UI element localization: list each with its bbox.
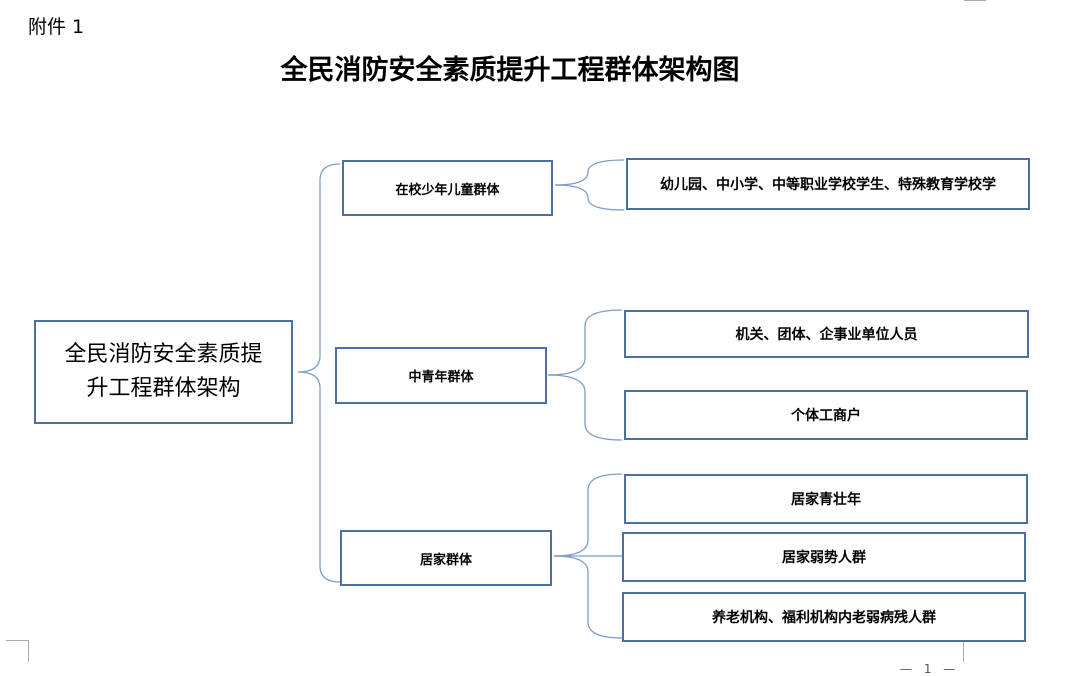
leaf-node-care-institutions: 养老机构、福利机构内老弱病残人群 [622, 592, 1026, 642]
connector-g2-leaf-2 [547, 374, 623, 441]
connector-to-group-3 [319, 388, 341, 583]
attachment-label: 附件 1 [28, 16, 85, 38]
connector-to-group-1 [319, 163, 341, 356]
connector-g2-leaf-1 [547, 309, 623, 376]
root-node: 全民消防安全素质提升工程群体架构 [34, 320, 293, 424]
connector-g1-leaf-bottom [554, 184, 625, 211]
page-number: — 1 — [900, 662, 960, 676]
leaf-node-schools: 幼儿园、中小学、中等职业学校学生、特殊教育学校学 [626, 158, 1030, 210]
crop-mark [964, 0, 986, 1]
group-node-young-adults: 中青年群体 [335, 347, 547, 404]
group-node-home: 居家群体 [340, 530, 552, 586]
diagram-title: 全民消防安全素质提升工程群体架构图 [280, 55, 740, 86]
group-node-students: 在校少年儿童群体 [342, 160, 553, 216]
leaf-node-self-employed: 个体工商户 [624, 390, 1028, 440]
connector-g3-leaf-1 [553, 473, 623, 557]
connector-g1-leaf-top [554, 159, 625, 186]
leaf-node-institutions: 机关、团体、企事业单位人员 [624, 310, 1029, 358]
crop-mark [28, 640, 29, 662]
connector-root-bottom [297, 371, 321, 389]
connector-g3-leaf-3 [553, 555, 623, 639]
leaf-node-home-vulnerable: 居家弱势人群 [622, 532, 1026, 582]
leaf-node-home-adults: 居家青壮年 [624, 474, 1028, 524]
crop-mark [6, 640, 28, 641]
crop-mark [963, 640, 964, 662]
connector-root-top [297, 355, 321, 373]
